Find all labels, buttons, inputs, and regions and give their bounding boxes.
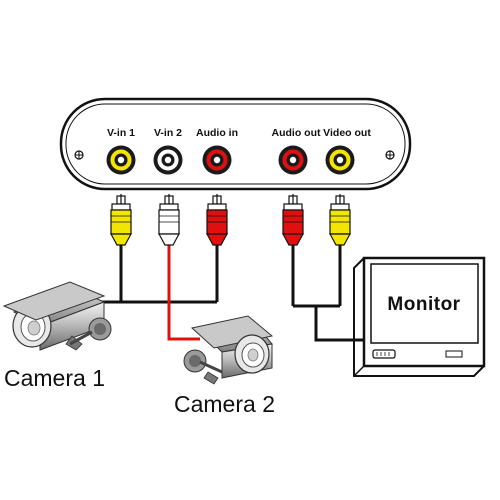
plug-audio-in[interactable] bbox=[205, 194, 229, 246]
jack-audio-in[interactable] bbox=[202, 145, 232, 175]
cable-monitor-drop bbox=[314, 306, 368, 342]
jack-audio-out[interactable] bbox=[278, 145, 308, 175]
plug-vin1[interactable] bbox=[109, 194, 133, 246]
camera-1-icon bbox=[2, 281, 112, 351]
jack-label-vin1: V-in 1 bbox=[107, 127, 135, 139]
cable-camera2-video bbox=[167, 245, 200, 341]
jack-label-audio-out: Audio out bbox=[272, 127, 321, 139]
jack-label-audio-in: Audio in bbox=[196, 127, 238, 139]
camera-2-label: Camera 2 bbox=[174, 391, 275, 417]
plug-video-out[interactable] bbox=[328, 194, 352, 246]
camera-2-icon bbox=[183, 315, 274, 385]
panel-screw-right bbox=[385, 150, 395, 160]
jack-vin1[interactable] bbox=[106, 145, 136, 175]
plug-vin2[interactable] bbox=[157, 194, 181, 246]
monitor-icon bbox=[353, 256, 486, 377]
cables bbox=[95, 245, 368, 342]
jack-label-video-out: Video out bbox=[323, 127, 371, 139]
monitor-label: Monitor bbox=[387, 294, 460, 315]
plug-audio-out[interactable] bbox=[281, 194, 305, 246]
jack-label-vin2: V-in 2 bbox=[154, 127, 182, 139]
jack-vin2[interactable] bbox=[153, 145, 183, 175]
panel-screw-left bbox=[74, 150, 84, 160]
jack-video-out[interactable] bbox=[325, 145, 355, 175]
camera-1-label: Camera 1 bbox=[4, 365, 105, 391]
connector-panel: V-in 1 V-in 2 Audio in Audio out Video o… bbox=[59, 97, 412, 191]
